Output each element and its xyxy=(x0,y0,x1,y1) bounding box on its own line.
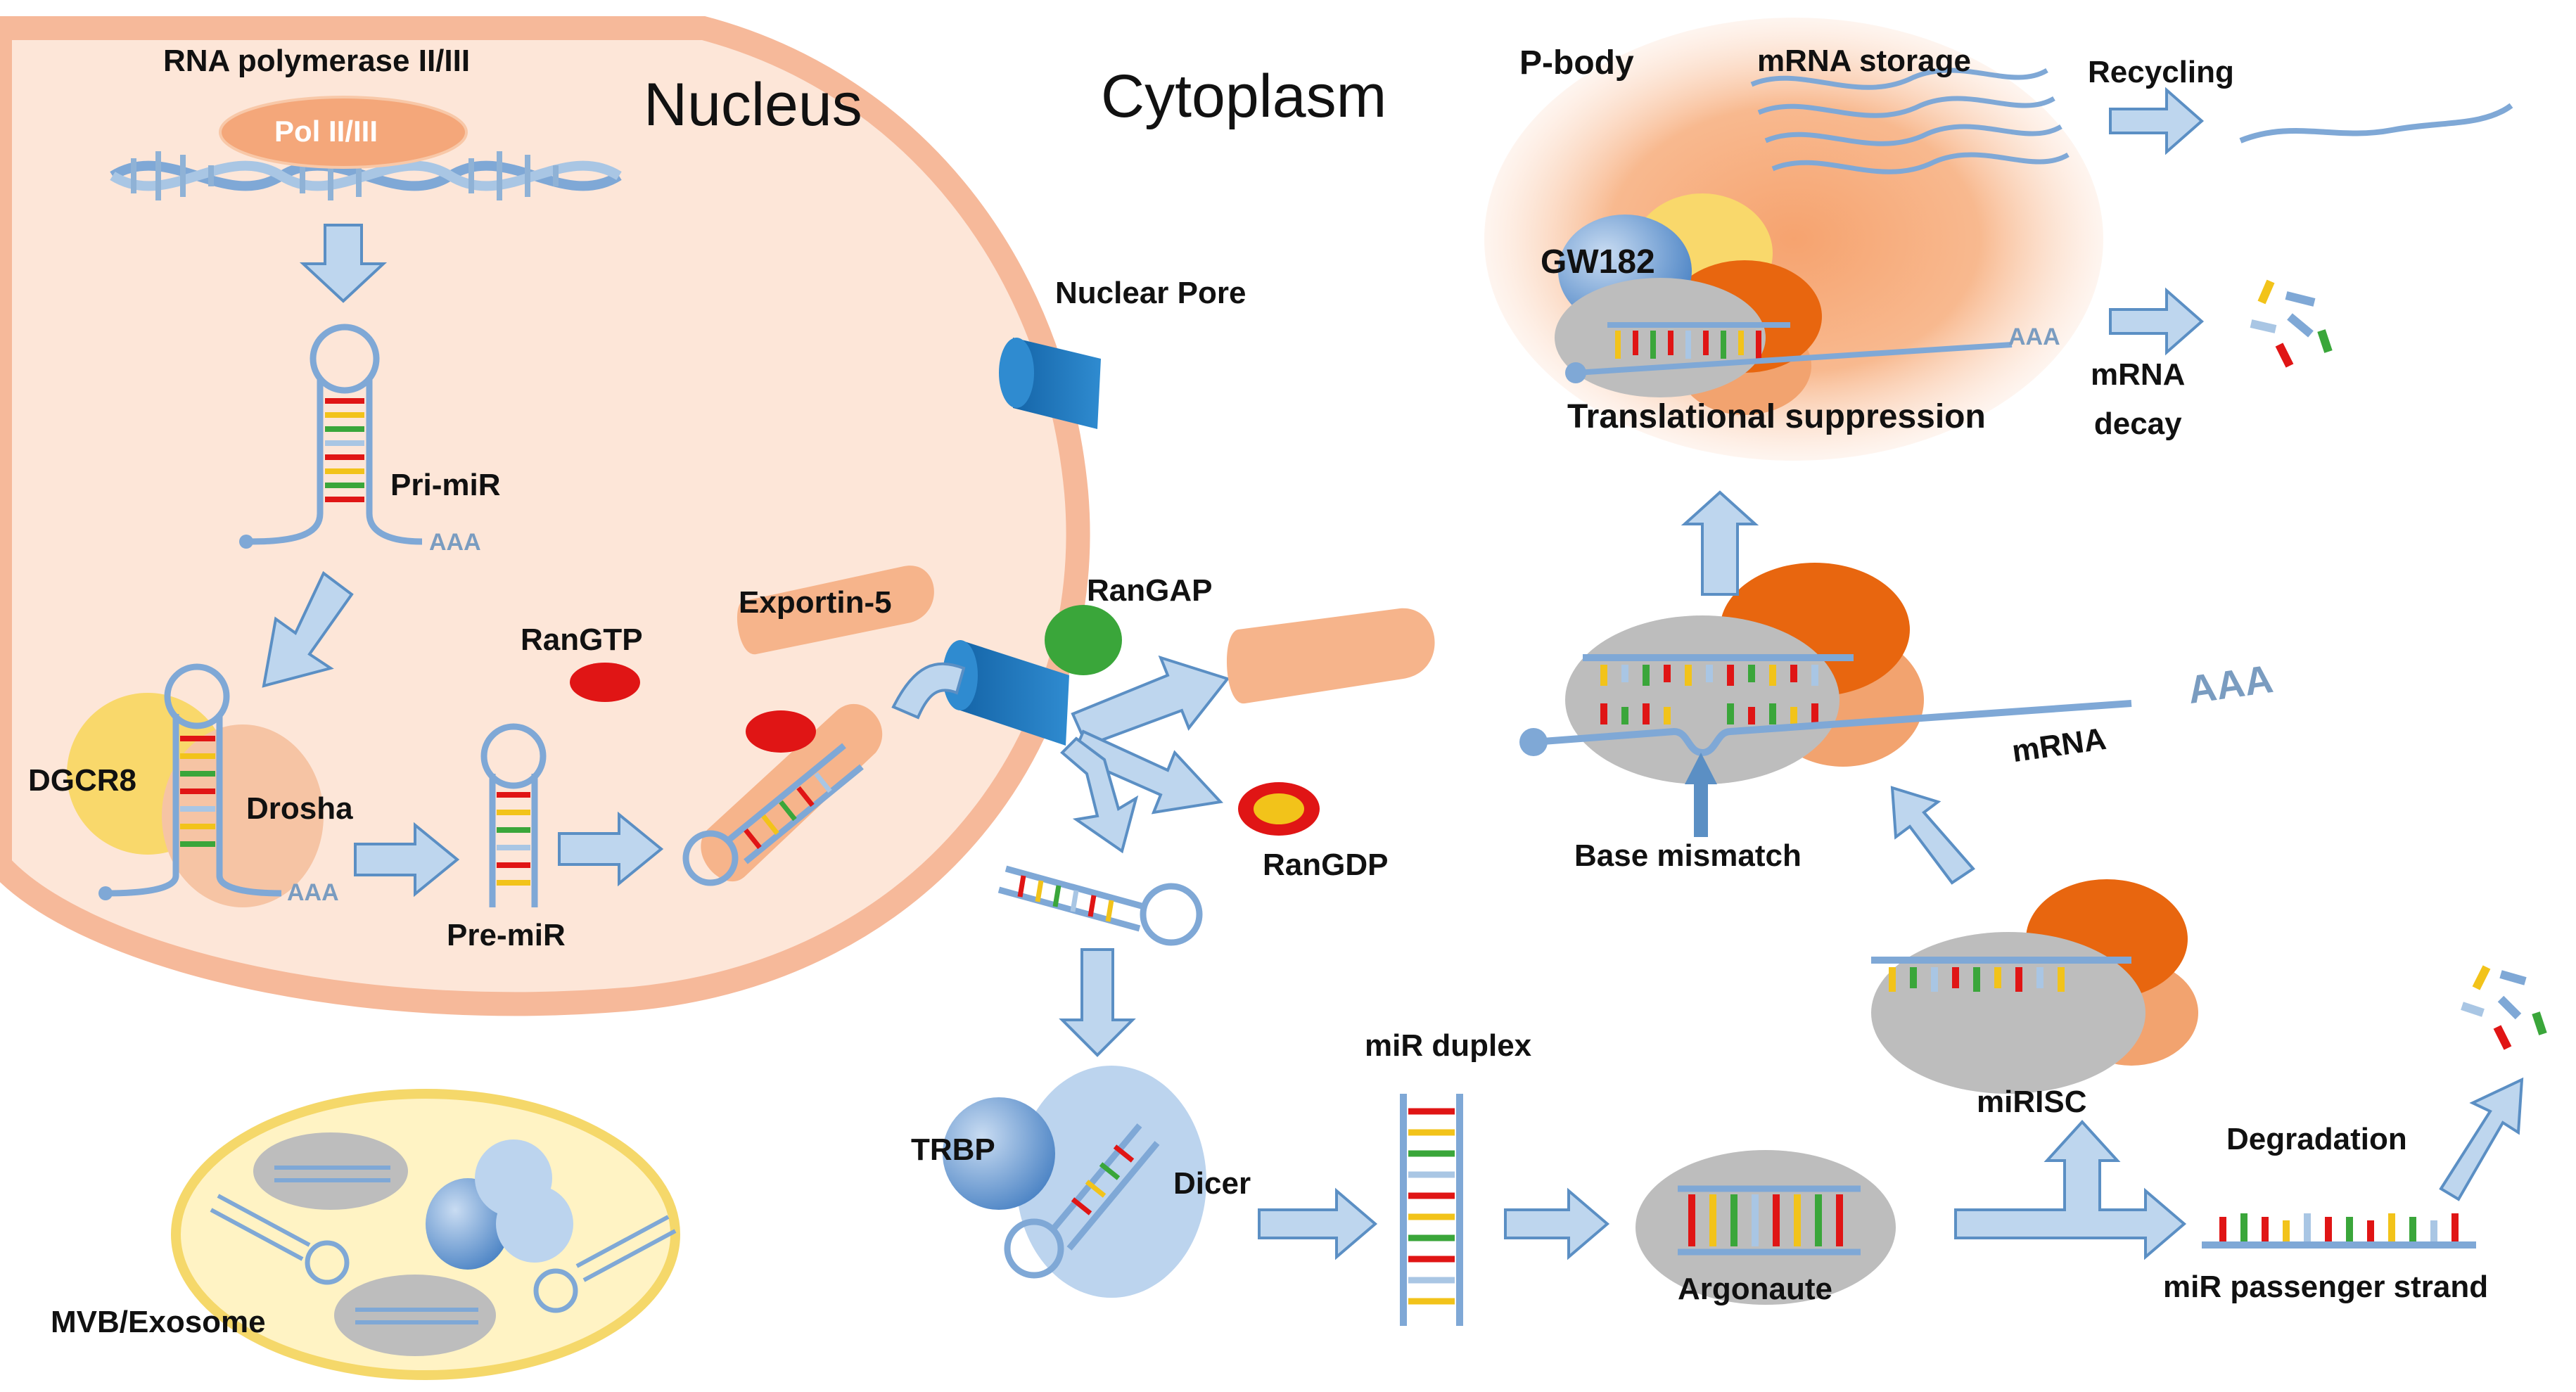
dgcr8-label: DGCR8 xyxy=(28,763,137,798)
gw182-label: GW182 xyxy=(1541,243,1655,281)
rangap-label: RanGAP xyxy=(1087,573,1213,608)
rna-fragments-icon xyxy=(2461,965,2547,1050)
arrow-argonaute-split xyxy=(1954,1120,2187,1260)
arrow-pore-split xyxy=(1060,655,1230,854)
target-mrna-complex xyxy=(1519,563,2132,784)
rangdp-label: RanGDP xyxy=(1263,848,1389,882)
arrow-duplex-to-argonaute xyxy=(1504,1187,1610,1260)
pri-mir-label: Pri-miR xyxy=(390,468,501,502)
cytoplasm-title: Cytoplasm xyxy=(1101,63,1387,130)
exosome-duplex-bottom xyxy=(355,1308,478,1324)
trbp-protein xyxy=(943,1097,1055,1210)
pol-complex xyxy=(219,96,468,169)
recycling-label: Recycling xyxy=(2088,55,2234,89)
mrna-decay-line2: decay xyxy=(2093,407,2182,441)
argonaute-label: Argonaute xyxy=(1678,1272,1832,1306)
dna-helix-icon xyxy=(110,151,622,200)
exosome-protein-icon xyxy=(426,1139,573,1270)
pbody-complex xyxy=(1555,193,2013,415)
rangtp-label: RanGTP xyxy=(521,622,643,657)
drosha-bound-hairpin xyxy=(98,663,282,900)
pri-mir-aaa: AAA xyxy=(429,529,481,556)
mrna-decay-label: mRNA decay xyxy=(2091,350,2185,449)
nuclear-pore-export xyxy=(943,640,1069,746)
exosome-vesicle-top xyxy=(253,1132,408,1210)
pre-mir-hairpin xyxy=(480,723,547,907)
nucleus-title: Nucleus xyxy=(644,71,862,139)
argonaute-duplex xyxy=(1678,1185,1861,1256)
exosome-hairpin-right xyxy=(533,1215,677,1313)
mirisc-complex xyxy=(1871,879,2198,1094)
trbp-label: TRBP xyxy=(911,1132,995,1167)
dicer-bound-hairpin xyxy=(1004,1123,1160,1279)
mir-duplex-label: miR duplex xyxy=(1365,1028,1532,1063)
arrow-to-decay xyxy=(2109,287,2205,356)
arrow-to-recycling xyxy=(2109,87,2205,155)
exportin-loaded-complex xyxy=(682,703,883,886)
drosha-protein xyxy=(162,724,324,907)
decay-fragments-icon xyxy=(2250,279,2333,368)
dicer-label: Dicer xyxy=(1173,1166,1251,1201)
recycled-mrna xyxy=(2239,103,2513,143)
p-body-label: P-body xyxy=(1519,44,1634,82)
mir-duplex xyxy=(1400,1094,1463,1326)
arrow-pol-to-primir xyxy=(299,224,388,303)
mrna-decay-line1: mRNA xyxy=(2091,357,2186,392)
mrna-storage-label: mRNA storage xyxy=(1757,44,1971,78)
drosha-aaa: AAA xyxy=(287,879,339,906)
rna-polymerase-label: RNA polymerase II/III xyxy=(163,44,471,78)
arrow-degradation xyxy=(2439,1077,2524,1201)
arrow-mirisc-to-mrna xyxy=(1890,786,1976,885)
pbody-aaa: AAA xyxy=(2008,324,2060,350)
base-mismatch-label: Base mismatch xyxy=(1574,838,1802,873)
passenger-strand-label: miR passenger strand xyxy=(2163,1270,2489,1304)
mirisc-label: miRISC xyxy=(1977,1085,2087,1119)
arrow-to-dicer xyxy=(1059,948,1136,1057)
arrow-to-pbody xyxy=(1681,490,1759,596)
exportin5-label: Exportin-5 xyxy=(739,585,892,620)
arrow-premir-to-exportin xyxy=(558,811,664,887)
arrow-drosha-to-premir xyxy=(354,822,460,898)
degradation-label: Degradation xyxy=(2226,1122,2407,1156)
arrow-dicer-to-duplex xyxy=(1258,1187,1378,1260)
exportin5-released xyxy=(1226,608,1435,704)
pri-mir-hairpin xyxy=(239,324,423,549)
dicer-protein xyxy=(1016,1066,1206,1298)
exosome-vesicle-bottom xyxy=(334,1275,496,1356)
drosha-label: Drosha xyxy=(246,791,353,826)
rangtp-protein xyxy=(570,663,640,702)
cytoplasm-pre-mir xyxy=(997,865,1203,946)
pre-mir-label: Pre-miR xyxy=(447,918,566,952)
nuclear-pore-label: Nuclear Pore xyxy=(1055,276,1246,310)
rangap-protein xyxy=(1045,605,1122,675)
passenger-strand xyxy=(2202,1213,2476,1249)
arrow-into-pore xyxy=(891,662,966,720)
exosome-duplex-top xyxy=(274,1166,390,1182)
exosome-hairpin-left xyxy=(210,1194,350,1285)
exportin5-protein xyxy=(737,566,934,655)
nuclear-pore-icon xyxy=(999,338,1101,429)
rangdp-core xyxy=(1254,793,1304,824)
pol-complex-label: Pol II/III xyxy=(274,115,378,148)
arrow-base-mismatch-pointer xyxy=(1685,753,1717,837)
translational-suppression-label: Translational suppression xyxy=(1567,398,1986,435)
mvb-exosome-label: MVB/Exosome xyxy=(51,1305,266,1339)
mrna-storage-strands xyxy=(1750,68,2070,174)
arrow-primir-to-drosha xyxy=(262,570,354,688)
